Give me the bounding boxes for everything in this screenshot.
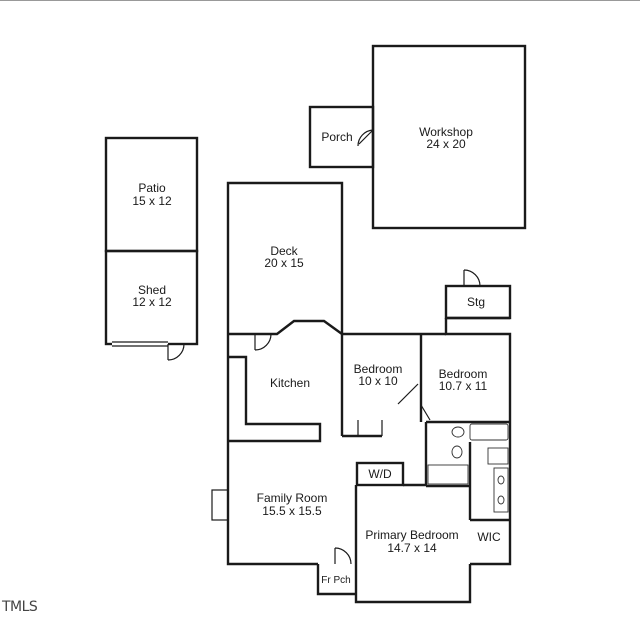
porch-label: Porch: [321, 130, 352, 144]
front-porch-label: Fr Pch: [321, 575, 350, 586]
bedroom-2-dims: 10.7 x 11: [439, 379, 488, 393]
patio-dims: 15 x 12: [132, 194, 172, 208]
shed-label: Shed: [138, 283, 166, 297]
primary-bedroom-label: Primary Bedroom: [365, 528, 458, 542]
storage-label: Stg: [467, 295, 485, 309]
interior-walls: [228, 333, 510, 565]
deck-area: [226, 181, 344, 334]
deck-label: Deck: [270, 244, 298, 258]
washer-dryer-label: W/D: [368, 467, 392, 481]
bedroom-1-label: Bedroom: [354, 362, 403, 376]
wic-label: WIC: [477, 530, 501, 544]
mls-watermark: TMLS: [1, 599, 38, 615]
workshop-building: [308, 44, 527, 230]
storage-room: [444, 269, 512, 320]
bedroom-1-dims: 10 x 10: [358, 374, 398, 388]
bedroom-2-label: Bedroom: [439, 367, 488, 381]
kitchen-label: Kitchen: [270, 376, 310, 390]
bathroom-fixtures: [427, 423, 509, 513]
house-outline: [211, 316, 512, 604]
shed-dims: 12 x 12: [132, 295, 172, 309]
workshop-label: Workshop: [419, 125, 473, 139]
family-room-label: Family Room: [257, 491, 328, 505]
patio-label: Patio: [138, 181, 166, 195]
primary-bedroom-dims: 14.7 x 14: [387, 541, 437, 555]
deck-dims: 20 x 15: [264, 256, 304, 270]
workshop-dims: 24 x 20: [426, 137, 466, 151]
patio-shed-building: [104, 136, 199, 361]
family-room-dims: 15.5 x 15.5: [262, 504, 322, 518]
